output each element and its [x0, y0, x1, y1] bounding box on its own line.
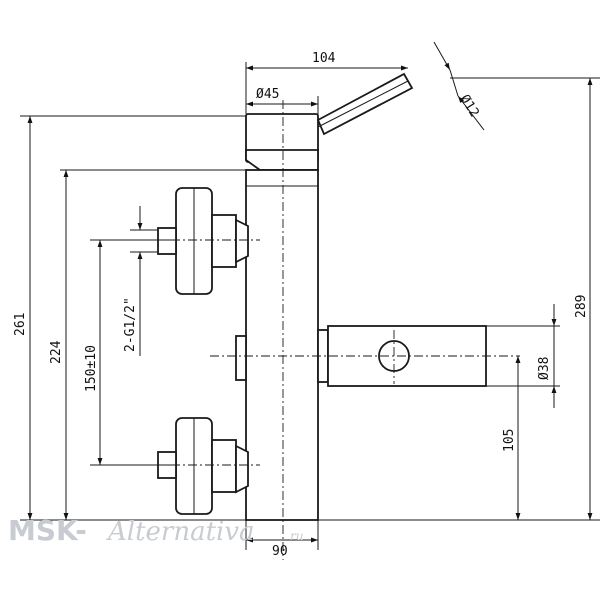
- outlet-spout: [317, 325, 487, 387]
- dim-outlet-diameter: Ø38: [537, 357, 552, 380]
- mixer-body: [245, 113, 319, 521]
- dim-outlet-height: 105: [502, 429, 517, 452]
- watermark: MSK- Alternativa ru: [8, 514, 303, 547]
- handle-lever: [316, 72, 414, 140]
- watermark-brand: MSK-: [8, 514, 87, 547]
- diverter-knob: [235, 335, 247, 381]
- dim-inlet-spacing: 150±10: [84, 345, 99, 392]
- dim-total-height: 261: [13, 313, 28, 336]
- dim-body-diameter: Ø45: [256, 87, 279, 102]
- dim-inlet-top-height: 224: [49, 340, 64, 364]
- dim-thread: 2-G1/2": [123, 297, 138, 352]
- dim-handle-diameter: Ø12: [457, 92, 482, 120]
- watermark-script: Alternativa: [106, 517, 255, 547]
- dimension-labels: 104 Ø45 Ø12 261 224 150±10 2-G1/2" Ø38 1…: [13, 51, 589, 559]
- dim-handle-reach: 104: [312, 51, 336, 66]
- watermark-suffix: ru: [290, 529, 303, 543]
- lower-inlet: [157, 417, 249, 515]
- dim-base-width: 90: [272, 544, 288, 559]
- extension-lines: [20, 62, 600, 550]
- upper-inlet: [157, 187, 249, 295]
- dim-overall-height: 289: [574, 295, 589, 318]
- dimension-lines: [27, 41, 593, 543]
